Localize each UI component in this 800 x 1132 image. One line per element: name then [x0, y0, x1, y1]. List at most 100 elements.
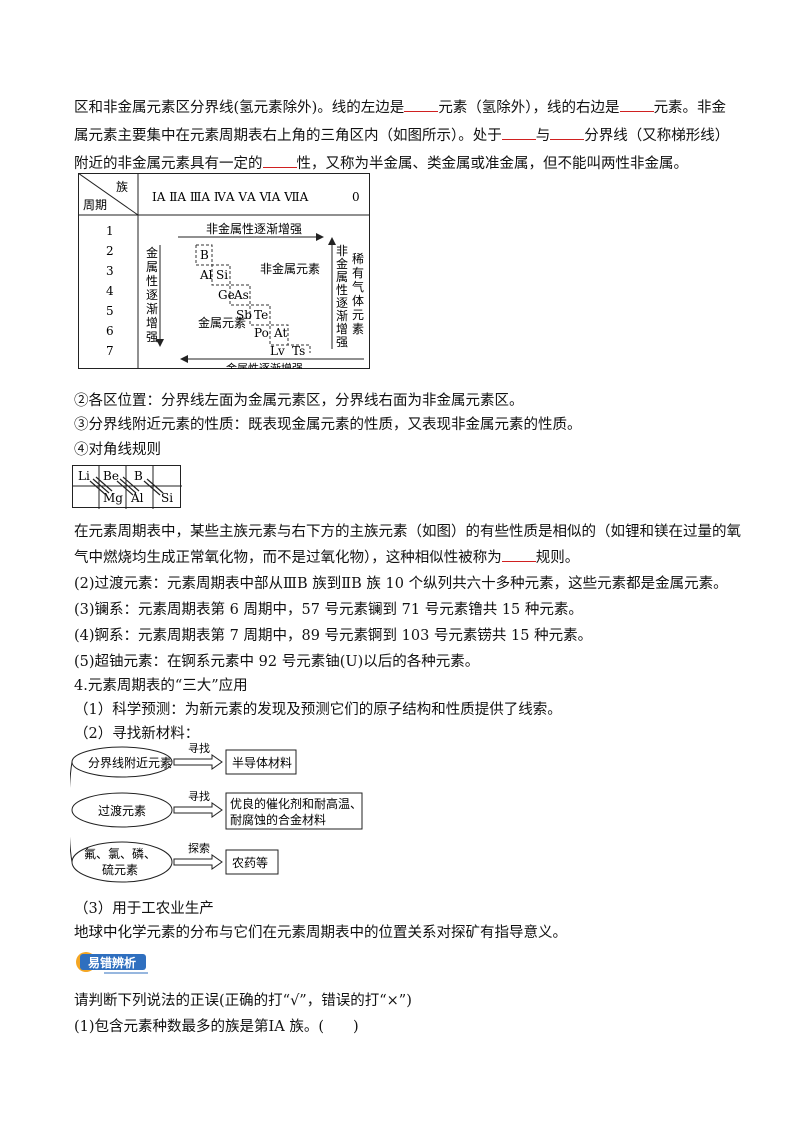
element-symbols: B Al Si Ge As Sb Te Po At Lv Ts	[199, 248, 305, 358]
char: 属	[336, 270, 348, 284]
cell-si: Si	[161, 491, 173, 505]
cell-mg: Mg	[103, 491, 123, 505]
question-intro: 请判断下列说法的正误(正确的打“√”，错误的打“×”)	[74, 993, 412, 1009]
element-symbol: Si	[216, 268, 228, 282]
char: 属	[146, 260, 158, 274]
char: 非	[336, 244, 348, 258]
text: 区和非金属元素区分界线(氢元素除外)。线的左边是	[74, 100, 405, 116]
connector-bracket	[70, 761, 73, 863]
top-arrow-label: 非金属性逐渐增强	[206, 221, 302, 236]
fill-blank[interactable]	[501, 547, 536, 562]
arrow-head-icon	[316, 233, 324, 241]
char: 渐	[336, 309, 348, 323]
node-transition: 过渡元素	[98, 803, 146, 818]
left-vertical-label: 金 属 性 逐 渐 增 强	[146, 245, 158, 344]
right-vertical-label: 非 金 属 性 逐 渐 增 强	[336, 244, 348, 349]
text: 气中燃烧均生成正常氧化物，而不是过氧化物），这种相似性被称为	[74, 550, 502, 566]
fill-blank[interactable]	[404, 97, 439, 112]
char: 体	[352, 294, 364, 308]
char: 增	[146, 316, 158, 330]
char: 增	[336, 322, 348, 336]
char: 性	[336, 283, 348, 297]
item-industry-detail: 地球中化学元素的分布与它们在元素周期表中的位置关系对探矿有指导意义。	[74, 925, 567, 941]
period-numbers: 1 2 3 4 5 6 7	[106, 224, 114, 358]
header-zhouqi: 周期	[83, 198, 107, 212]
char: 性	[146, 274, 158, 288]
element-symbol: Po	[254, 326, 269, 340]
char: 强	[146, 330, 158, 344]
item-transuranium: (5)超铀元素：在锕系元素中 92 号元素铀(U)以后的各种元素。	[74, 654, 480, 670]
item-new-materials: （2）寻找新材料：	[74, 726, 200, 742]
element-symbol: At	[273, 326, 287, 340]
paragraph-line-3: 附近的非金属元素具有一定的性，又称为半金属、类金属或准金属，但不能叫两性非金属。	[74, 152, 688, 173]
fill-blank[interactable]	[619, 97, 654, 112]
text: 附近的非金属元素具有一定的	[74, 156, 263, 172]
result-pesticide: 农药等	[232, 856, 268, 870]
period-number: 4	[106, 284, 114, 298]
boundary-staircase-inner	[195, 245, 288, 346]
period-number: 2	[106, 244, 114, 258]
paragraph-line-2: 属元素主要集中在元素周期表右上角的三角区内（如图所示）。处于 与 分界线（又称梯形线…	[74, 124, 729, 145]
element-symbol: Te	[254, 308, 268, 322]
text: 分界线（又称梯形线）	[584, 128, 730, 144]
char: 元	[352, 308, 364, 322]
char: 强	[336, 335, 348, 349]
result-catalyst-line1: 优良的催化剂和耐高温、	[230, 796, 362, 811]
node-halogens-line2: 硫元素	[102, 862, 138, 877]
element-symbol: B	[200, 248, 209, 262]
badge-text: 易错辨析	[88, 955, 136, 970]
node-halogens-line1: 氟、氯、磷、	[84, 846, 156, 861]
text: 与	[535, 128, 551, 144]
char: 素	[352, 322, 364, 336]
item-actinide: (4)锕系：元素周期表第 7 周期中，89 号元素锕到 103 号元素铹共 15…	[74, 628, 593, 644]
text: 属元素主要集中在元素周期表右上角的三角区内（如图所示）。处于	[74, 128, 502, 144]
char: 有	[352, 266, 364, 280]
diagonal-hatch-icon	[89, 476, 164, 496]
line-diagonal-heading: ④对角线规则	[74, 442, 161, 458]
diagonal-rule-table: Li Be B Mg Al Si	[72, 465, 182, 509]
text: 元素（氢除外），线的右边是	[438, 100, 620, 116]
element-symbol: Ge	[218, 288, 235, 302]
element-symbol: Ts	[292, 344, 305, 358]
element-symbol: As	[233, 288, 249, 302]
arrow-label: 探索	[188, 841, 210, 855]
item-industry: （3）用于工农业生产	[74, 901, 214, 917]
period-number: 7	[106, 344, 114, 358]
fill-blank[interactable]	[262, 153, 297, 168]
cell-b: B	[134, 469, 143, 483]
element-symbol: Al	[199, 268, 213, 282]
group-labels: ⅠA ⅡA ⅢA ⅣA ⅤA ⅥA ⅦA	[152, 190, 309, 204]
fill-blank[interactable]	[501, 125, 536, 140]
result-semiconductor: 半导体材料	[232, 756, 292, 770]
char: 渐	[146, 302, 158, 316]
diag-paragraph-2: 气中燃烧均生成正常氧化物，而不是过氧化物），这种相似性被称为 规则。	[74, 546, 579, 567]
period-number: 6	[106, 324, 114, 338]
period-number: 5	[106, 304, 114, 318]
metal-region-label: 金属元素	[198, 315, 246, 330]
error-analysis-badge: 易错辨析	[76, 952, 148, 974]
group-zero: 0	[352, 190, 360, 204]
section-heading-applications: 4.元素周期表的“三大”应用	[74, 678, 248, 694]
bottom-arrow-label: 金属性逐渐增强	[226, 361, 303, 369]
cell-al: Al	[130, 491, 144, 505]
element-symbol: Lv	[270, 344, 285, 358]
line-position: ②各区位置：分界线左面为金属元素区，分界线右面为非金属元素区。	[74, 393, 524, 409]
diag-paragraph-1: 在元素周期表中，某些主族元素与右下方的主族元素（如图）的有些性质是相似的（如锂和…	[74, 524, 741, 540]
materials-flow-diagram: 分界线附近元素 过渡元素 氟、氯、磷、 硫元素 寻找 寻找 探索 半导体材料 优…	[70, 741, 363, 883]
item-prediction: （1）科学预测：为新元素的发现及预测它们的原子结构和性质提供了线索。	[74, 702, 562, 718]
item-transition: (2)过渡元素：元素周期表中部从ⅢB 族到ⅡB 族 10 个纵列共六十多种元素，…	[74, 576, 728, 592]
cell-li: Li	[78, 469, 90, 483]
item-lanthanide: (3)镧系：元素周期表第 6 周期中，57 号元素镧到 71 号元素镥共 15 …	[74, 602, 583, 618]
cell-be: Be	[103, 469, 119, 483]
char: 金	[336, 256, 348, 271]
element-symbol: Sb	[236, 308, 252, 322]
char: 金	[146, 245, 158, 260]
fill-blank[interactable]	[550, 125, 585, 140]
nonmetal-region-label: 非金属元素	[260, 261, 320, 276]
periodic-boundary-figure: 族 周期 ⅠA ⅡA ⅢA ⅣA ⅤA ⅥA ⅦA 0 1 2 3 4 5 6 …	[78, 173, 370, 369]
node-ellipse	[71, 792, 173, 828]
question-1: (1)包含元素种数最多的族是第ⅠA 族。( )	[74, 1019, 359, 1035]
char: 逐	[336, 296, 348, 310]
text: 规则。	[535, 550, 580, 566]
